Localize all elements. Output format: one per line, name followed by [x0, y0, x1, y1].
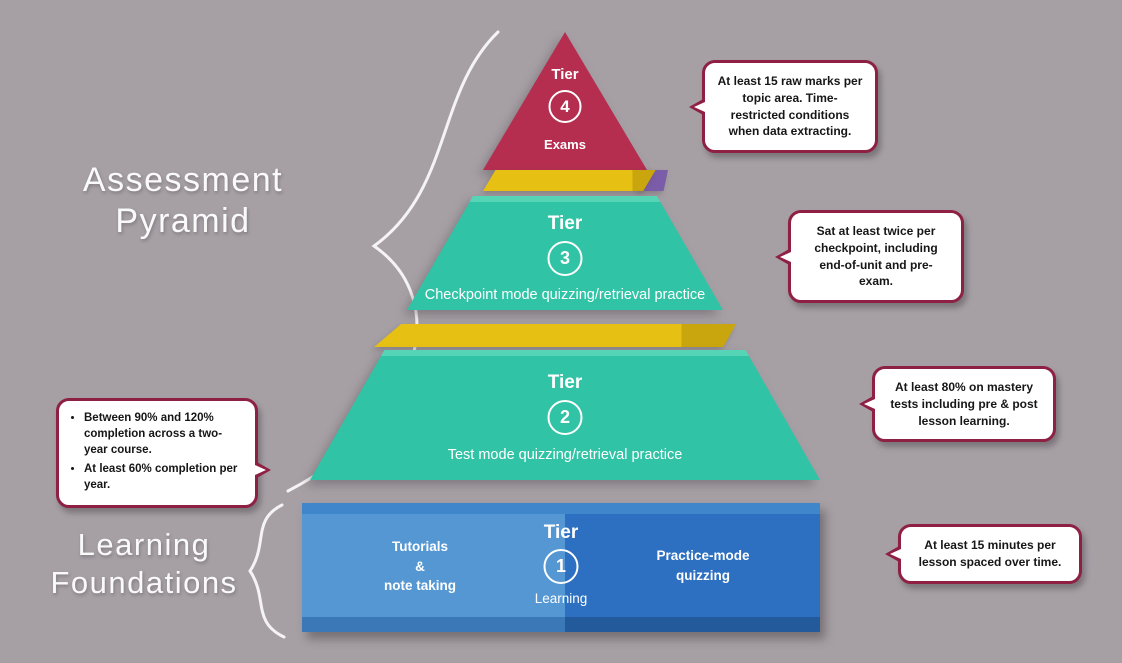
- bar-right-half: [565, 514, 820, 617]
- tier-1-right-label: Practice-mode quizzing: [656, 548, 750, 583]
- tier-4-label: Exams: [544, 137, 586, 152]
- tier-1-word: Tier: [543, 522, 579, 543]
- bar-top-strip: [302, 503, 820, 514]
- callout-tier-3: Sat at least twice per checkpoint, inclu…: [775, 210, 964, 304]
- tier-3-checkpoint-trapezoid: Tier 3 Checkpoint mode quizzing/retrieva…: [407, 196, 723, 310]
- gold-band-2-shape: [374, 324, 736, 347]
- foundations-bullet-list: Between 90% and 120% completion across a…: [69, 410, 245, 493]
- tier-1-number-badge: 1: [543, 549, 579, 584]
- gold-band-1-shape: [483, 170, 656, 191]
- callout-tier-2-text: At least 80% on mastery tests including …: [890, 380, 1038, 428]
- callout-tail-left-icon: [885, 544, 901, 563]
- tier-1-learning-bar: Tutorials & note taking Tier 1 Learning …: [302, 503, 820, 632]
- tier-3-number-badge: 3: [547, 241, 583, 276]
- callout-tail-left-icon: [689, 97, 705, 116]
- separator-band-2-gold: [374, 324, 736, 347]
- callout-tier-3-text: Sat at least twice per checkpoint, inclu…: [814, 224, 938, 289]
- foundations-bullet-2: At least 60% completion per year.: [84, 461, 245, 493]
- separator-band-1-gold: [483, 170, 661, 191]
- tier-4-exams-triangle: Tier 4 Exams: [483, 32, 647, 170]
- tier-4-number-badge: 4: [548, 90, 582, 123]
- callout-tier-2: At least 80% on mastery tests including …: [859, 366, 1056, 443]
- tier-2-word: Tier: [547, 372, 583, 393]
- callout-tail-right-icon: [255, 460, 271, 479]
- tier-3-label: Checkpoint mode quizzing/retrieval pract…: [424, 287, 706, 303]
- callout-tier-1: At least 15 minutes per lesson spaced ov…: [885, 524, 1082, 584]
- bar-bottom-strip-left: [302, 617, 565, 632]
- learning-foundations-title: Learning Foundations: [50, 527, 238, 600]
- tier-1-label: Learning: [534, 591, 588, 606]
- assessment-pyramid-title: Assessment Pyramid: [82, 161, 284, 241]
- tier-2-number-badge: 2: [547, 400, 583, 435]
- foundations-bullet-1: Between 90% and 120% completion across a…: [84, 410, 245, 458]
- tier-2-test-trapezoid: Tier 2 Test mode quizzing/retrieval prac…: [310, 350, 820, 480]
- bar-left-half: [302, 514, 565, 617]
- tier-1-left-label: Tutorials & note taking: [383, 539, 456, 594]
- callout-tier-4-text: At least 15 raw marks per topic area. Ti…: [717, 74, 863, 139]
- tier-4-word: Tier: [551, 66, 579, 83]
- callout-tier-1-text: At least 15 minutes per lesson spaced ov…: [918, 538, 1062, 569]
- callout-foundations: Between 90% and 120% completion across a…: [56, 398, 271, 509]
- callout-tail-left-icon: [859, 395, 875, 414]
- bar-bottom-strip-right: [565, 617, 820, 632]
- tier-2-label: Test mode quizzing/retrieval practice: [447, 447, 683, 463]
- tier-3-word: Tier: [547, 213, 583, 234]
- callout-tail-left-icon: [775, 247, 791, 266]
- callout-tier-4: At least 15 raw marks per topic area. Ti…: [689, 60, 878, 154]
